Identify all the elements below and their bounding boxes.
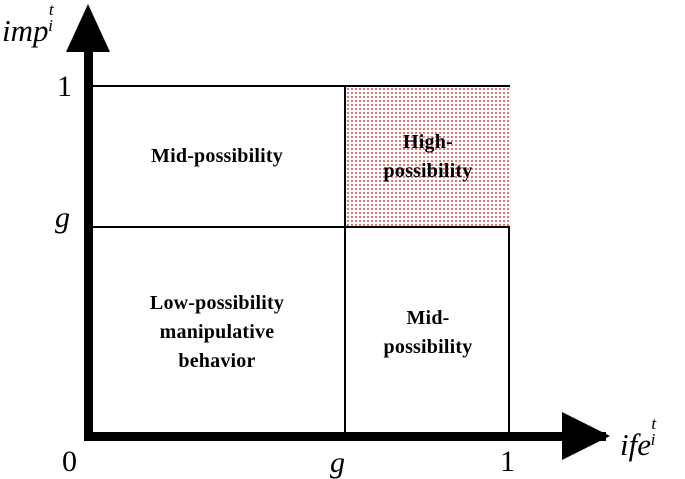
y-axis-title-base: imp <box>2 13 49 48</box>
quadrant-top-right-label: High- possibility <box>384 128 473 186</box>
quadrant-bottom-right-line-1: Mid- <box>406 306 450 329</box>
x-axis-title-subscript: i <box>650 430 656 450</box>
quadrant-bottom-left-line-2: manipulative <box>159 321 275 343</box>
quadrant-bottom-left-label: Low-possibility manipulative behavior <box>150 289 284 376</box>
quadrant-top-right-shaded: High- possibility <box>346 87 510 228</box>
plot-box: Mid-possibility High- possibility Low-po… <box>88 85 510 437</box>
x-axis-title-superscript: t <box>651 413 657 433</box>
x-axis-tick-g: g <box>330 446 345 479</box>
quadrant-bottom-right: Mid- possibility <box>346 228 510 437</box>
quadrant-top-left-label: Mid-possibility <box>151 145 283 167</box>
y-axis-tick-g: g <box>55 201 70 234</box>
quadrant-bottom-right-line-2: possibility <box>383 335 473 358</box>
quadrant-top-right-line-2: possibility <box>383 159 473 182</box>
y-axis-arrow-icon <box>66 4 110 52</box>
x-axis-tick-1: 1 <box>500 445 515 478</box>
y-axis-title-subscript: i <box>48 16 53 36</box>
y-axis-title-superscript: t <box>48 0 54 19</box>
quadrant-bottom-left-line-3: behavior <box>178 350 256 372</box>
quadrant-bottom-right-label: Mid- possibility <box>384 304 473 362</box>
quadrant-bottom-left: Low-possibility manipulative behavior <box>90 228 346 437</box>
x-axis-arrow-icon <box>562 412 610 460</box>
quadrant-top-right-line-1: High- <box>403 130 453 153</box>
x-axis-tick-0: 0 <box>62 445 77 478</box>
y-axis-tick-1: 1 <box>57 70 72 103</box>
quadrant-top-left: Mid-possibility <box>90 87 346 228</box>
x-axis-title-base: ife <box>620 427 651 462</box>
quadrant-bottom-left-line-1: Low-possibility <box>149 292 285 314</box>
